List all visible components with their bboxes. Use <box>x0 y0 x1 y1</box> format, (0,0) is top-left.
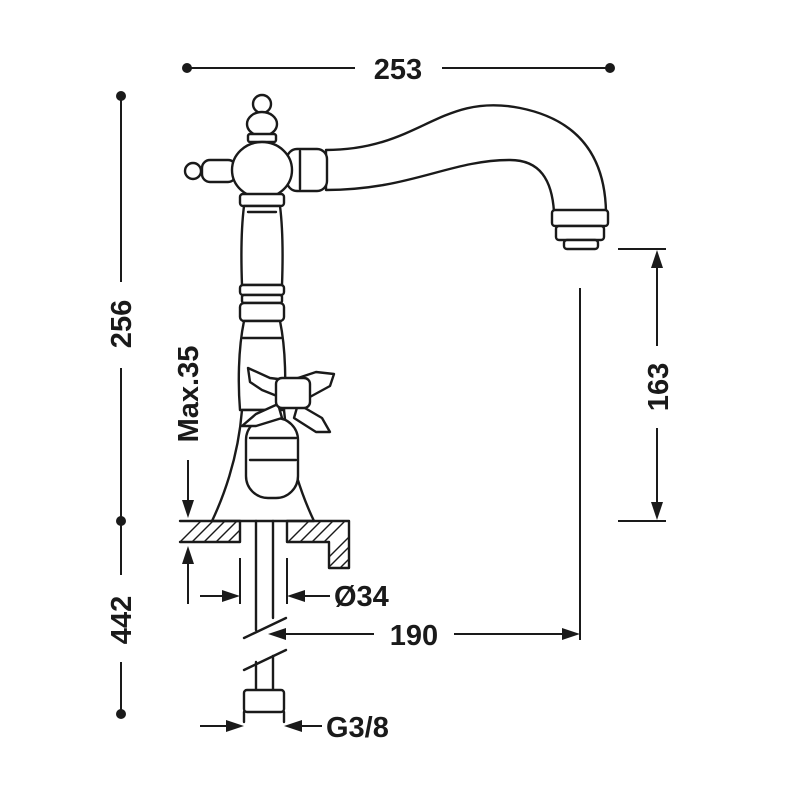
body-head <box>230 140 294 200</box>
column-ring-1 <box>238 283 286 297</box>
dimension-thread: G3/8 <box>200 712 389 744</box>
label-width-top: 253 <box>374 54 422 86</box>
top-finial-ball <box>251 93 273 115</box>
aerator-nozzle <box>562 238 600 251</box>
dimension-hole-diameter: Ø34 <box>200 558 389 613</box>
valve-body <box>244 416 300 500</box>
dimension-spout-height: 163 <box>618 248 675 522</box>
label-spout-height: 163 <box>643 363 675 411</box>
supply-shank <box>242 519 288 724</box>
handle-hub <box>274 376 312 410</box>
side-knob-ball <box>183 161 203 181</box>
column-ring-3 <box>238 301 286 323</box>
label-height-total: 256 <box>106 300 138 348</box>
head-base <box>238 192 286 208</box>
faucet-body <box>183 93 610 523</box>
mounting-deck <box>178 519 351 570</box>
label-hole-diameter: Ø34 <box>334 581 389 613</box>
label-height-below: 442 <box>106 596 138 644</box>
label-thread: G3/8 <box>326 712 389 744</box>
dimension-reach: 190 <box>268 288 581 652</box>
upper-column <box>240 204 284 287</box>
dimension-max-deck: Max.35 <box>173 346 205 604</box>
label-reach: 190 <box>390 620 438 652</box>
dimension-width-top: 253 <box>182 54 615 86</box>
dimension-height-total: 256 <box>106 91 138 526</box>
aerator <box>550 208 610 228</box>
cross-handle <box>240 366 336 434</box>
aerator-tip <box>554 224 606 242</box>
thread-nut <box>242 688 286 714</box>
spout <box>324 104 608 214</box>
dimension-height-below: 442 <box>106 521 138 719</box>
label-max-deck: Max.35 <box>173 346 205 443</box>
top-finial-ring <box>245 110 279 138</box>
